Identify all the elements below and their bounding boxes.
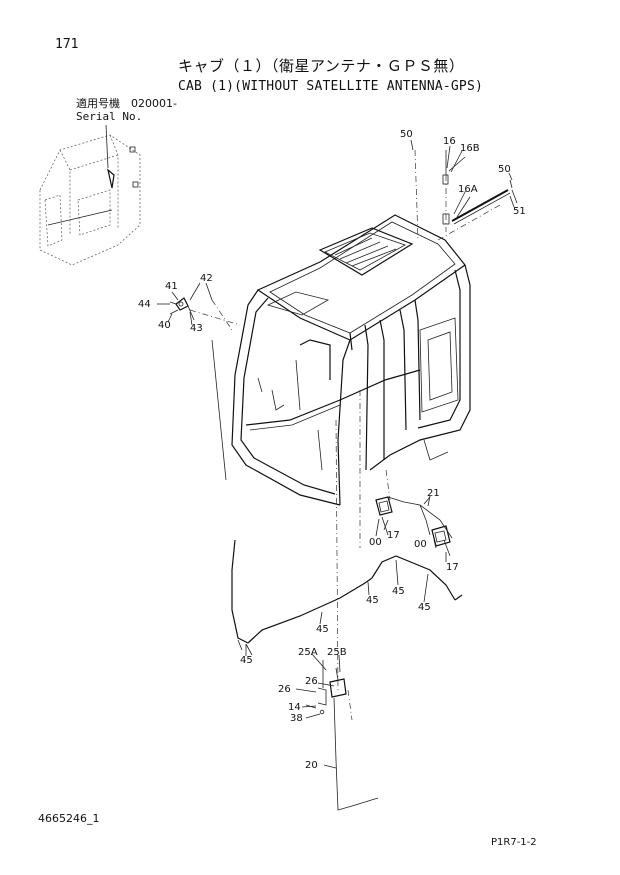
callout-50: 50 bbox=[400, 129, 413, 140]
callout-38: 38 bbox=[290, 713, 303, 724]
wiring-harness-45 bbox=[231, 390, 463, 691]
document-number: 4665246_1 bbox=[38, 812, 100, 825]
callout-16b: 16B bbox=[460, 143, 480, 154]
callout-26: 26 bbox=[278, 684, 291, 695]
cab-roof bbox=[256, 214, 466, 341]
callout-44: 44 bbox=[138, 299, 151, 310]
left-bracket-group bbox=[169, 282, 241, 481]
page-number: 171 bbox=[55, 37, 79, 52]
callout-40: 40 bbox=[158, 320, 171, 331]
callout-20: 20 bbox=[305, 760, 318, 771]
callout-41: 41 bbox=[165, 281, 178, 292]
callout-00: 00 bbox=[369, 537, 382, 548]
callout-51: 51 bbox=[513, 206, 526, 217]
callout-42: 42 bbox=[200, 273, 213, 284]
callout-26: 26 bbox=[305, 676, 318, 687]
callout-17: 17 bbox=[387, 530, 400, 541]
callout-45: 45 bbox=[240, 655, 253, 666]
page-title-japanese: キャブ（１）（衛星アンテナ・ＧＰＳ無） bbox=[178, 57, 465, 75]
leader-lines bbox=[157, 139, 515, 769]
serial-range-label: 適用号機 020001- bbox=[76, 97, 177, 110]
sheet-reference: P1R7-1-2 bbox=[491, 837, 537, 848]
antenna-rod-assembly bbox=[414, 149, 518, 241]
callout-16a: 16A bbox=[458, 184, 478, 195]
serial-number-label: Serial No. bbox=[76, 110, 143, 123]
page-title-english: CAB (1)(WITHOUT SATELLITE ANTENNA-GPS) bbox=[178, 79, 484, 94]
callout-43: 43 bbox=[190, 323, 203, 334]
callout-25b: 25B bbox=[327, 647, 347, 658]
callout-25a: 25A bbox=[298, 647, 318, 658]
callout-45: 45 bbox=[316, 624, 329, 635]
callout-45: 45 bbox=[392, 586, 405, 597]
callout-50: 50 bbox=[498, 164, 511, 175]
cab-frame bbox=[231, 264, 471, 506]
callout-21: 21 bbox=[427, 488, 440, 499]
speaker-bracket-group bbox=[375, 469, 453, 557]
callout-14: 14 bbox=[288, 702, 301, 713]
callout-16: 16 bbox=[443, 136, 456, 147]
callout-labels: 50 16 16B 50 16A 51 41 42 44 40 43 21 17… bbox=[138, 129, 526, 771]
callout-00: 00 bbox=[414, 539, 427, 550]
callout-45: 45 bbox=[366, 595, 379, 606]
callout-17: 17 bbox=[446, 562, 459, 573]
reference-cab-outline bbox=[39, 124, 141, 266]
callout-45: 45 bbox=[418, 602, 431, 613]
